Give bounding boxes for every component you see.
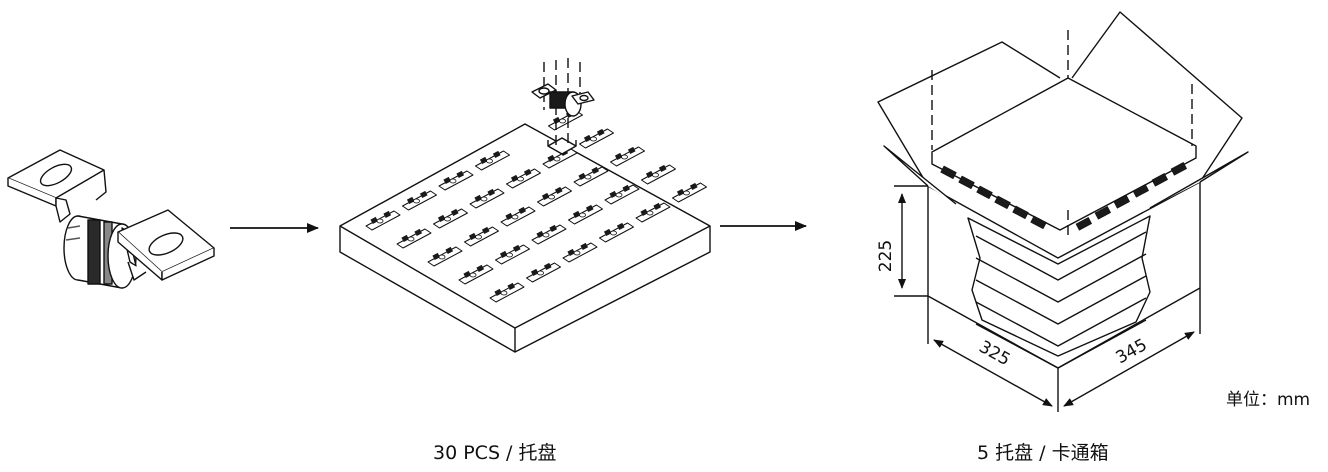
step-2-caption: 30 PCS / 托盘 [433,442,557,464]
unit-label: 单位：mm [1226,390,1311,410]
tray-slot [526,262,561,283]
tray-slot [438,170,474,191]
tray-slot [635,202,671,223]
tray-slot [599,222,634,243]
carton-pocket [958,175,975,190]
tray-slot [469,188,505,209]
tray-slot [396,228,432,249]
tray-slot [531,224,567,245]
carton-pocket [1170,162,1187,176]
tray-slot [458,264,494,285]
tray-slot [672,182,707,203]
stack-layer [975,275,1147,325]
tray-slot [500,206,536,227]
carton-pocket [1132,184,1149,198]
tray-slot [579,128,614,149]
tray-slot [562,242,598,263]
tray-slot [641,164,676,185]
carton-pocket [994,195,1011,210]
carton-pocket [940,165,957,180]
carton-pocket [976,185,993,200]
tray-slot [464,226,499,247]
tray-slot [433,208,468,229]
tray-illustration [339,58,711,353]
carton-pocket [1012,205,1029,220]
dimension-width: 345 [1113,335,1151,368]
tray-slot [537,186,572,207]
tray-slot [604,184,640,205]
stack-layer [975,297,1147,347]
tray-slot [402,190,437,211]
tray-slot [568,204,603,225]
step-3-caption: 5 托盘 / 卡通箱 [977,442,1109,464]
stack-layer [975,231,1147,281]
tray-slots [365,110,707,303]
carton-pocket [1094,206,1111,220]
carton-illustration: 225 325 345 [876,11,1249,412]
tray-slot [427,246,463,267]
tray-slot [475,150,510,171]
tray-slot [489,282,525,303]
tray-slot [610,146,645,167]
carton-tray-pockets [940,162,1187,231]
tray-slot [365,210,401,231]
carton-pocket [1075,217,1092,231]
dimension-height: 225 [876,240,896,272]
stack-layer [975,253,1147,303]
tray-slot [573,166,609,187]
fuse-bracket-illustration [7,149,215,289]
tray-slot [495,244,530,265]
tray-slot [506,168,541,189]
carton-pocket [1030,215,1047,230]
carton-pocket [1151,173,1168,187]
dimension-depth: 325 [975,337,1013,370]
carton-pocket [1113,195,1130,209]
